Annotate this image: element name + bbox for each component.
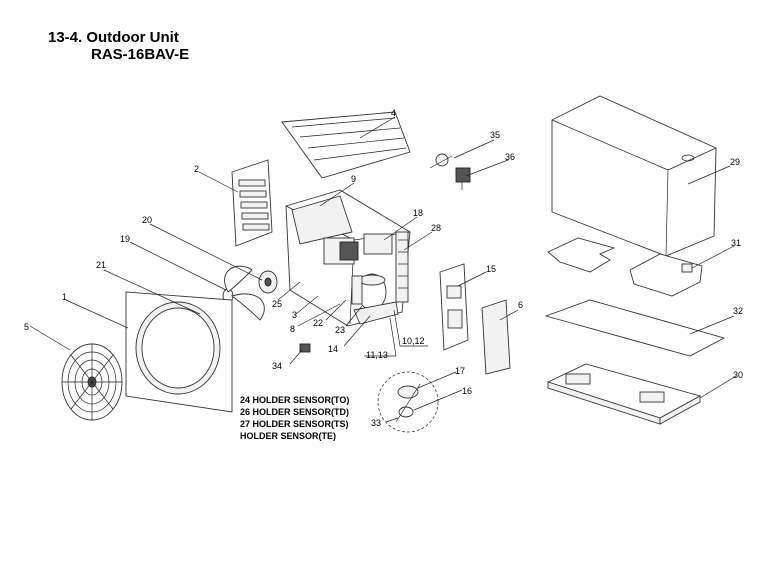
packing-cover-part (551, 95, 717, 257)
callout-22: 22 (313, 318, 323, 328)
callout-23: 23 (335, 325, 345, 335)
note-holder-sensor-te: HOLDER SENSOR(TE) (240, 431, 336, 441)
callout-5: 5 (24, 322, 29, 332)
callout-21: 21 (96, 260, 106, 270)
callout-3: 3 (292, 310, 297, 320)
fan-guard-part (61, 343, 123, 421)
callout-34: 34 (272, 361, 282, 371)
callout-31: 31 (731, 238, 741, 248)
valve-part (429, 153, 471, 190)
section-title: 13-4. Outdoor Unit (48, 29, 179, 46)
callout-15: 15 (486, 264, 496, 274)
callout-29: 29 (730, 157, 740, 167)
callout-20: 20 (142, 215, 152, 225)
side-panel-part (481, 299, 511, 375)
callout-6: 6 (518, 300, 523, 310)
callout-25: 25 (272, 299, 282, 309)
sensor-notes: 24 HOLDER SENSOR(TO) 26 HOLDER SENSOR(TD… (240, 395, 349, 441)
front-panel-part (125, 291, 233, 413)
callout-18: 18 (413, 208, 423, 218)
packing-sheet-part (544, 299, 726, 357)
side-grille-part (231, 159, 273, 247)
callout-14: 14 (328, 344, 338, 354)
callout-16: 16 (462, 386, 472, 396)
callout-17: 17 (455, 366, 465, 376)
callout-36: 36 (505, 152, 515, 162)
note-holder-sensor-td: 26 HOLDER SENSOR(TD) (240, 407, 349, 417)
note-holder-sensor-ts: 27 HOLDER SENSOR(TS) (240, 419, 349, 429)
packing-base-part (546, 363, 702, 425)
callout-32: 32 (733, 306, 743, 316)
callout-8: 8 (290, 324, 295, 334)
callout-11-13: 11,13 (366, 350, 388, 360)
note-holder-sensor-to: 24 HOLDER SENSOR(TO) (240, 395, 349, 405)
callout-35: 35 (490, 130, 500, 140)
callout-19: 19 (120, 234, 130, 244)
valve-panel-part (439, 263, 469, 351)
callout-28: 28 (431, 223, 441, 233)
small-bracket-part (299, 343, 311, 353)
callout-labels: 1 2 3 4 5 6 8 9 10,12 11,13 14 15 16 17 … (24, 108, 743, 428)
callout-30: 30 (733, 370, 743, 380)
callout-4: 4 (391, 108, 396, 118)
callout-1: 1 (62, 292, 67, 302)
detail-circle-part (377, 371, 439, 433)
callout-2: 2 (194, 164, 199, 174)
callout-33: 33 (371, 418, 381, 428)
callout-10-12: 10,12 (402, 336, 425, 346)
callout-9: 9 (351, 174, 356, 184)
top-panel-part (281, 111, 411, 179)
model-title: RAS-16BAV-E (91, 46, 190, 63)
leader-lines (29, 116, 737, 423)
compressor-part (323, 231, 409, 325)
